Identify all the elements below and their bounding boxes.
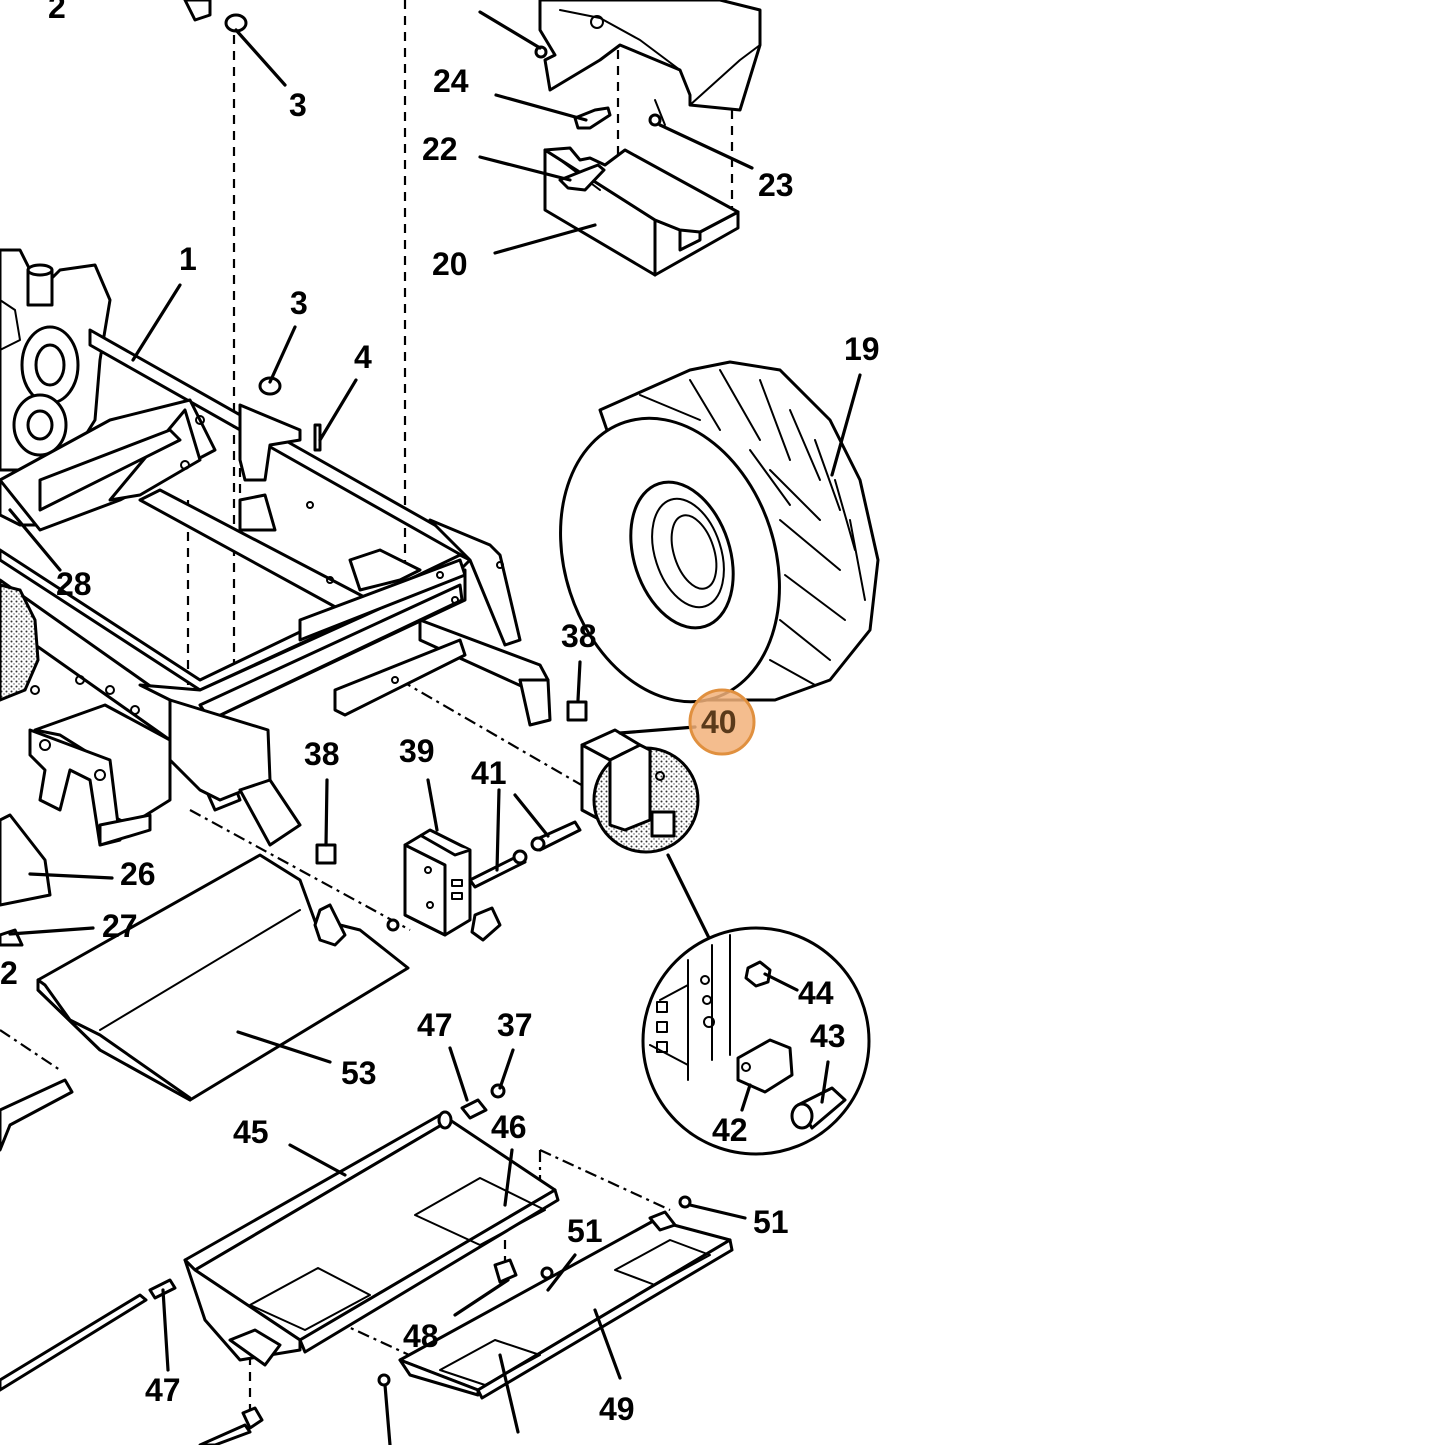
callout-1: 1 — [179, 241, 197, 277]
callout-39: 39 — [399, 733, 435, 769]
callout-41: 41 — [471, 755, 507, 791]
callout-3-mid: 3 — [290, 285, 308, 321]
callout-26: 26 — [120, 856, 156, 892]
deck-49-part — [398, 1210, 734, 1400]
callout-40: 40 — [701, 704, 737, 740]
footplate-part — [36, 853, 410, 1102]
pin-parts — [0, 1083, 692, 1445]
callout-49: 49 — [599, 1391, 635, 1427]
clip-parts — [315, 700, 588, 865]
callout-2-left: 2 — [0, 955, 18, 991]
detail-inset — [641, 853, 871, 1156]
fender-part — [538, 0, 762, 126]
callout-27: 27 — [102, 908, 138, 944]
latch-part — [534, 45, 662, 192]
callout-labels: 2 3 24 22 23 20 1 3 4 19 28 38 40 38 39 … — [0, 0, 880, 1427]
callout-42: 42 — [712, 1112, 748, 1148]
hinge-bracket-part — [386, 820, 582, 942]
callout-38-lower: 38 — [304, 736, 340, 772]
fastener-parts — [183, 0, 322, 452]
callout-43: 43 — [810, 1018, 846, 1054]
tire-part — [559, 360, 880, 704]
callout-28: 28 — [56, 566, 92, 602]
callout-51-left: 51 — [567, 1213, 603, 1249]
callout-40-highlight — [688, 688, 756, 756]
callout-24: 24 — [433, 63, 469, 99]
callout-19: 19 — [844, 331, 880, 367]
callout-47-upper: 47 — [417, 1007, 453, 1043]
transaxle-bracket-part — [28, 703, 172, 847]
callout-2-top: 2 — [48, 0, 66, 25]
leader-lines — [8, 10, 862, 1445]
callout-46: 46 — [491, 1109, 527, 1145]
callout-47-lower: 47 — [145, 1372, 181, 1408]
callout-23: 23 — [758, 167, 794, 203]
callout-44: 44 — [798, 975, 834, 1011]
seat-pan-part — [543, 146, 740, 277]
callout-37: 37 — [497, 1007, 533, 1043]
pulley-part — [0, 583, 40, 702]
left-lower-parts — [0, 813, 52, 947]
callout-53: 53 — [341, 1055, 377, 1091]
tire-tread — [639, 369, 866, 686]
callout-3-top: 3 — [289, 87, 307, 123]
bracket-40-part — [580, 728, 700, 854]
callout-20: 20 — [432, 246, 468, 282]
callout-38-upper: 38 — [561, 618, 597, 654]
callout-48: 48 — [403, 1318, 439, 1354]
callout-51-right: 51 — [753, 1204, 789, 1240]
main-frame-part — [0, 328, 552, 847]
callout-4: 4 — [354, 339, 372, 375]
assembly-lines — [0, 0, 734, 1420]
callout-45: 45 — [233, 1114, 269, 1150]
callout-22: 22 — [422, 131, 458, 167]
deck-45-part — [183, 1110, 560, 1367]
left-rail-part — [0, 1078, 74, 1152]
